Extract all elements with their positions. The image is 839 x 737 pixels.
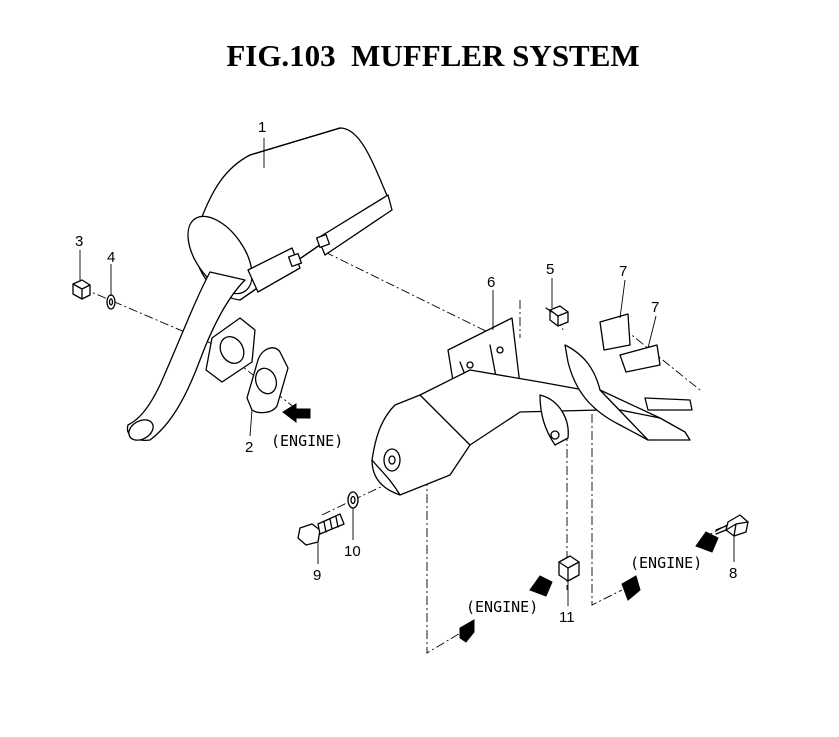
callout-part-8: 8 (729, 565, 737, 582)
engine-label-lower: (ENGINE) (466, 598, 538, 616)
nut-part3[interactable] (72, 279, 91, 300)
arrow-icon-lower-center (529, 575, 553, 597)
callout-part-4: 4 (107, 249, 115, 266)
arrow-icon-right (695, 531, 719, 553)
callout-part-2: 2 (245, 439, 253, 456)
callout-part-9: 9 (313, 567, 321, 584)
callout-part-11: 11 (559, 609, 575, 626)
gasket[interactable] (246, 347, 289, 414)
callout-part-7-lower: 7 (651, 299, 659, 316)
muffler-body[interactable] (125, 127, 393, 444)
figure-title: FIG.103 MUFFLER SYSTEM (226, 38, 640, 73)
callout-part-5: 5 (546, 261, 554, 278)
callout-part-10: 10 (344, 543, 361, 560)
washer-part4[interactable] (106, 294, 116, 310)
callout-part-6: 6 (487, 274, 495, 291)
callout-part-3: 3 (75, 233, 83, 250)
callout-part-7-upper: 7 (619, 263, 627, 280)
nut-part11[interactable] (558, 555, 580, 582)
arrow-icon-lower-left (459, 619, 475, 643)
arrow-icon-gasket (282, 403, 311, 424)
engine-label-right: (ENGINE) (630, 554, 702, 572)
support-frame[interactable] (371, 344, 693, 496)
arrow-icon-lower-right (621, 575, 641, 601)
bolt-part9[interactable] (297, 513, 345, 546)
washer-part10[interactable] (347, 491, 359, 509)
pad-part7-upper[interactable] (599, 313, 631, 351)
pad-part7-lower[interactable] (619, 344, 661, 373)
bolt-part5[interactable] (545, 305, 569, 327)
bolt-part8[interactable] (715, 514, 749, 537)
leader-lines (79, 138, 735, 606)
callout-part-1: 1 (258, 119, 266, 136)
engine-label-gasket: (ENGINE) (271, 432, 343, 450)
